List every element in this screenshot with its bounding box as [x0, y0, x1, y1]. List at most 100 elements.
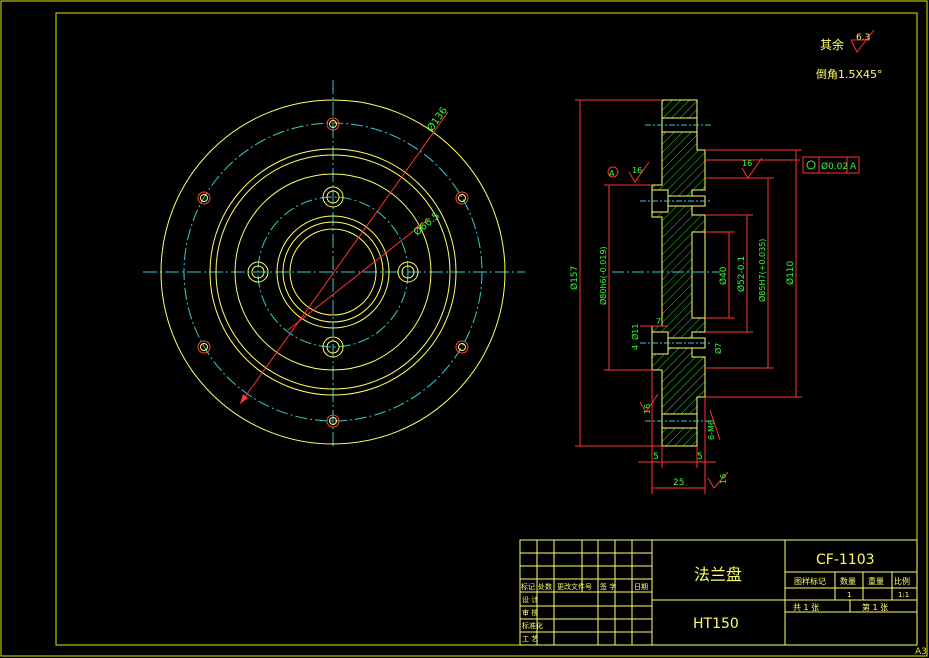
tb-sheet-no: 第 1 张 [862, 602, 888, 612]
tb-row-process: 工 艺 [522, 635, 538, 643]
dim-cbore-dia: Ø11 [630, 324, 640, 340]
drawing-frame [55, 12, 918, 646]
rough-label-d: 16 [719, 474, 728, 484]
bore-circle-2 [282, 221, 384, 323]
roughness-rest-note: 其余 6.3 [820, 29, 875, 53]
tb-row-check: 审 核 [522, 608, 538, 617]
tb-stage-label: 图样标记 [794, 576, 826, 586]
section-top-hole [661, 117, 698, 133]
tb-hdr-file: 更改文件号 [557, 582, 592, 591]
outer-bolt-holes [197, 117, 469, 428]
dim-hole-dia: Ø7 [713, 343, 723, 354]
thread-hole-inner [326, 190, 340, 204]
tb-weight-label: 重量 [868, 576, 884, 586]
hub-outer-circle-2 [215, 154, 451, 390]
bolt-hole-inner [458, 343, 466, 351]
dim-total-len: 25 [673, 478, 684, 488]
thread-hole [322, 336, 344, 358]
bore-circle-3 [289, 228, 377, 316]
tb-hdr-count: 处数 [538, 582, 552, 591]
dim-flange-thk-left: 5 [653, 452, 659, 462]
bolt-hole [455, 191, 469, 205]
bolt-hole [455, 340, 469, 354]
fcf-tolerance: Ø0.02 [821, 161, 848, 172]
bolt-hole [197, 191, 211, 205]
thread-hole-inner [401, 265, 415, 279]
section-view: A Ø0.02 A Ø157 Ø80h6(-0.019) Ø40 Ø52-0.1… [569, 99, 860, 494]
roughness-mark [628, 161, 650, 183]
runout-icon [806, 160, 816, 170]
tb-row-std: 标准化 [522, 621, 543, 630]
pcd-outer-leader [239, 111, 449, 405]
pcd-inner-leader [287, 217, 431, 331]
bolt-hole [326, 414, 340, 428]
dim-step: Ø52-0.1 [736, 256, 747, 292]
section-dim-lines [575, 99, 802, 494]
rough-label-a: 16 [742, 159, 752, 168]
dim-bcd: Ø110 [785, 260, 796, 285]
material: HT150 [693, 616, 739, 632]
pcd-inner-label: Ø66.5 [411, 210, 442, 239]
roughness-rest-value: 6.3 [856, 33, 870, 43]
tb-hdr-date: 日期 [634, 583, 648, 591]
section-bottom-hole [661, 413, 698, 429]
datum-label: A [609, 169, 615, 178]
feature-control-frame: Ø0.02 A [802, 156, 860, 174]
bolt-hole [197, 340, 211, 354]
tb-sheets-total: 共 1 张 [793, 603, 819, 612]
sheet-size-label: A3 [915, 647, 927, 657]
chamfer-note: 倒角1.5X45° [816, 68, 883, 81]
tb-scale-label: 比例 [894, 576, 910, 586]
part-name: 法兰盘 [694, 565, 742, 584]
rough-label-b: 16 [632, 166, 642, 175]
hub-circle-3 [234, 173, 432, 371]
dim-od: Ø157 [569, 266, 580, 290]
inner-threaded-holes [247, 186, 419, 358]
bolt-circle-inner [257, 196, 409, 348]
roughness-mark [639, 393, 659, 413]
datum-circle [607, 166, 619, 178]
fcf-datum: A [850, 162, 857, 172]
title-block [519, 539, 918, 646]
tb-qty-value: 1 [847, 591, 851, 599]
hub-outer-circle-1 [209, 148, 457, 396]
rough-label-c: 16 [643, 404, 652, 414]
dim-flange-thk-right: 5 [697, 452, 703, 462]
thread-hole-inner [326, 340, 340, 354]
thread-hole [397, 261, 419, 283]
arrowhead [240, 394, 248, 404]
dim-thread: 6-M6 [707, 420, 716, 440]
outer-flange-circle [160, 99, 506, 445]
tb-hdr-sign: 签 字 [600, 582, 616, 591]
dim-cbore-depth: 4 [631, 345, 640, 350]
fcf-box [802, 156, 860, 174]
thread-hole [247, 261, 269, 283]
bolt-hole-inner [200, 194, 208, 202]
roughness-rest-label: 其余 [820, 37, 844, 52]
drawing-number: CF-1103 [816, 552, 875, 568]
bore-circle-1 [276, 215, 390, 329]
bolt-hole-inner [329, 417, 337, 425]
bolt-hole [326, 117, 340, 131]
roughness-mark [741, 157, 763, 179]
dim-recess: Ø85H7(+0.035) [757, 239, 767, 302]
pcd-outer-label: Ø136 [425, 105, 450, 134]
dim-chamfer-small: 7 [656, 317, 661, 326]
tb-row-design: 设 计 [522, 595, 538, 604]
bolt-circle-outer [183, 122, 483, 422]
tb-scale-value: 1:1 [898, 591, 909, 599]
thread-leader [709, 409, 721, 441]
title-block-text: 标记 处数 更改文件号 签 字 日期 设 计 审 核 标准化 工 艺 法兰盘 H… [521, 552, 910, 643]
front-view: Ø136 Ø66.5 [143, 80, 525, 448]
section-bore [691, 231, 706, 319]
bolt-hole-inner [458, 194, 466, 202]
bolt-hole-inner [329, 120, 337, 128]
thread-hole-inner [251, 265, 265, 279]
bolt-hole-inner [200, 343, 208, 351]
tb-qty-label: 数量 [840, 576, 856, 586]
tb-hdr-mark: 标记 [521, 582, 535, 591]
thread-hole [322, 186, 344, 208]
roughness-mark [707, 471, 729, 489]
